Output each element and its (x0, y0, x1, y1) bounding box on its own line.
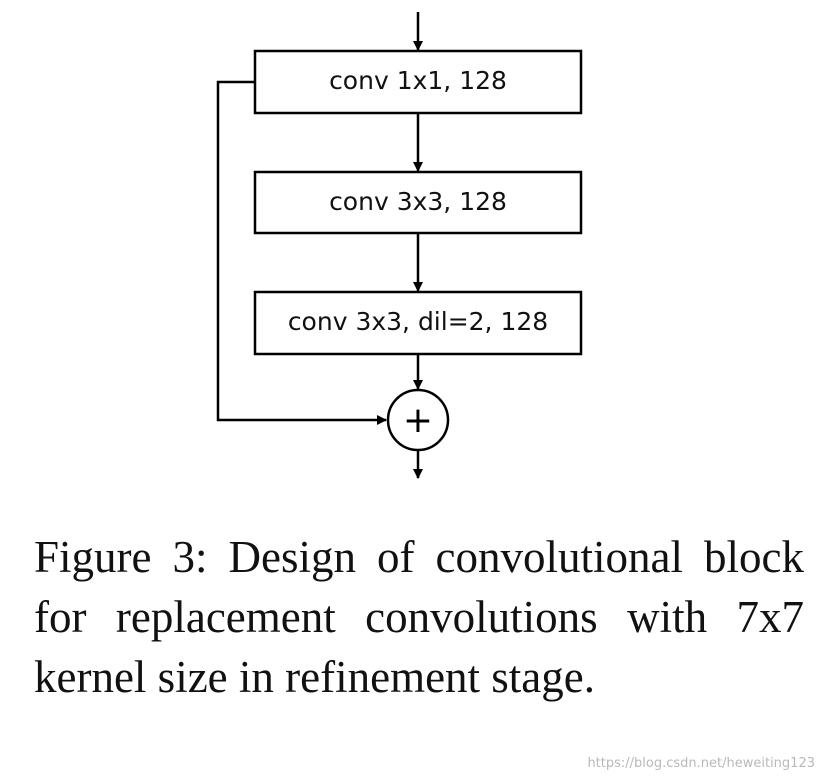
conv-block-2: conv 3x3, 128 (253, 170, 583, 235)
watermark: https://blog.csdn.net/heweiting123 (587, 756, 815, 771)
sum-node: + (386, 388, 450, 452)
plus-icon: + (403, 400, 433, 441)
skip-connection (216, 80, 387, 425)
block-diagram: conv 1x1, 128 conv 3x3, 128 conv 3x3, di… (216, 12, 583, 479)
figure-caption: Figure 3: Design of convolutional block … (34, 532, 804, 702)
conv-block-1: conv 1x1, 128 (253, 49, 583, 115)
conv-block-3: conv 3x3, dil=2, 128 (253, 290, 583, 356)
conv-block-1-label: conv 1x1, 128 (329, 66, 507, 95)
conv-block-3-label: conv 3x3, dil=2, 128 (288, 307, 548, 336)
conv-block-2-label: conv 3x3, 128 (329, 187, 507, 216)
